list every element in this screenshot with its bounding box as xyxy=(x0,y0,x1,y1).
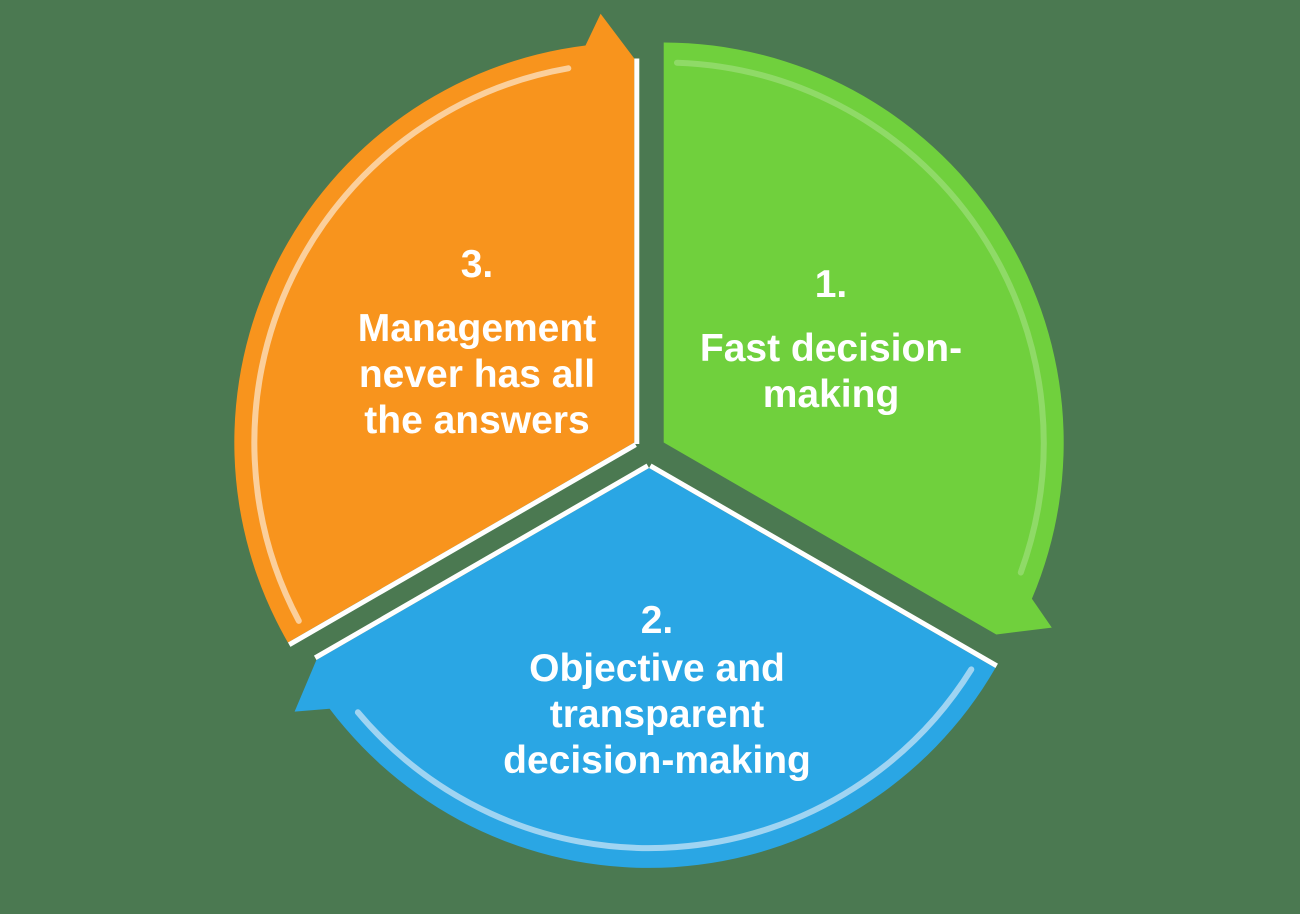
segment-3-start-edge-highlight xyxy=(287,442,637,647)
segment-2-line-2: transparent xyxy=(549,693,765,736)
segment-management-answers xyxy=(234,13,640,647)
segment-3-inner-arc xyxy=(251,65,572,624)
segment-3-line-3: the answers xyxy=(364,399,590,442)
segment-3-line-2: never has all xyxy=(358,353,596,396)
segment-1-number: 1. xyxy=(814,263,848,306)
segment-3-number: 3. xyxy=(460,243,494,286)
segment-2-label: 2. Objective and transparent decision-ma… xyxy=(503,598,811,784)
segment-objective-transparent xyxy=(294,463,998,868)
segment-2-number: 2. xyxy=(640,599,674,642)
segment-3-label: 3. Management never has all the answers xyxy=(358,242,596,444)
segment-1-line-2: making xyxy=(762,373,900,416)
segment-2-shape xyxy=(294,468,996,868)
segment-2-start-edge-highlight xyxy=(649,463,998,668)
segment-1-inner-arc xyxy=(674,59,1047,576)
segment-3-line-1: Management xyxy=(357,307,597,350)
segment-2-inner-arc xyxy=(354,666,975,852)
segment-1-label: 1. Fast decision- making xyxy=(700,262,962,418)
segment-3-shape xyxy=(234,13,635,643)
segment-1-shape xyxy=(663,42,1064,635)
segment-2-line-1: Objective and xyxy=(529,647,785,690)
segment-1-line-1: Fast decision- xyxy=(699,327,963,370)
segment-2-end-edge-highlight xyxy=(313,463,650,660)
segment-fast-decision-making xyxy=(663,42,1064,635)
segment-2-line-3: decision-making xyxy=(503,739,811,782)
